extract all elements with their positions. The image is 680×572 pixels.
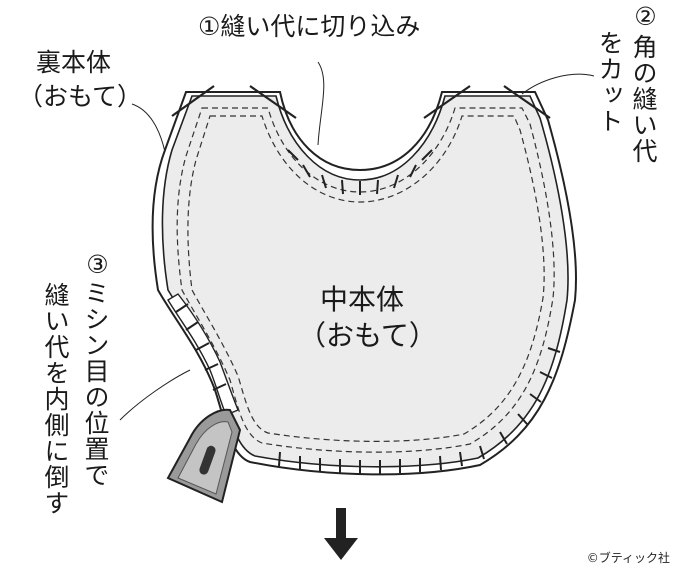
hem-clips [278,347,561,474]
step3-label-col1: ミシン目の位置で [81,280,110,488]
leader-back-body [131,103,166,153]
step3-number: ③ [83,250,112,280]
corner-cut-right-2 [503,85,551,119]
step2-label-col2: をカット [595,30,624,134]
neckline-clips [287,149,433,195]
arrow-down-icon [324,508,358,560]
leader-step1 [317,61,325,146]
stitch-line-outer [176,107,555,453]
corner-cut-right-1 [423,85,471,119]
step3-label-col2: 縫い代を内側に倒す [41,282,70,516]
center-body-label-line1: 中本体 [319,283,404,316]
iron-icon [166,408,242,504]
center-body-label-line2: （おもて） [298,319,437,353]
copyright-credit: ©ブティック社 [586,551,670,565]
left-clips [175,303,227,391]
center-body-label: 中本体 （おもて） [298,282,437,355]
back-body-label-line2: （おもて） [18,82,143,111]
corner-cut-left-2 [249,85,297,119]
leader-step3 [119,369,191,421]
step2-number: ② [631,2,660,32]
step2-label-col1: 角の縫い代 [629,34,658,164]
corner-cut-left-1 [171,85,215,117]
leader-step2 [521,73,595,95]
step1-label: ①縫い代に切り込み [198,12,421,41]
back-body-label-line1: 裏本体 [36,48,112,77]
stitch-line-inner [187,115,545,442]
